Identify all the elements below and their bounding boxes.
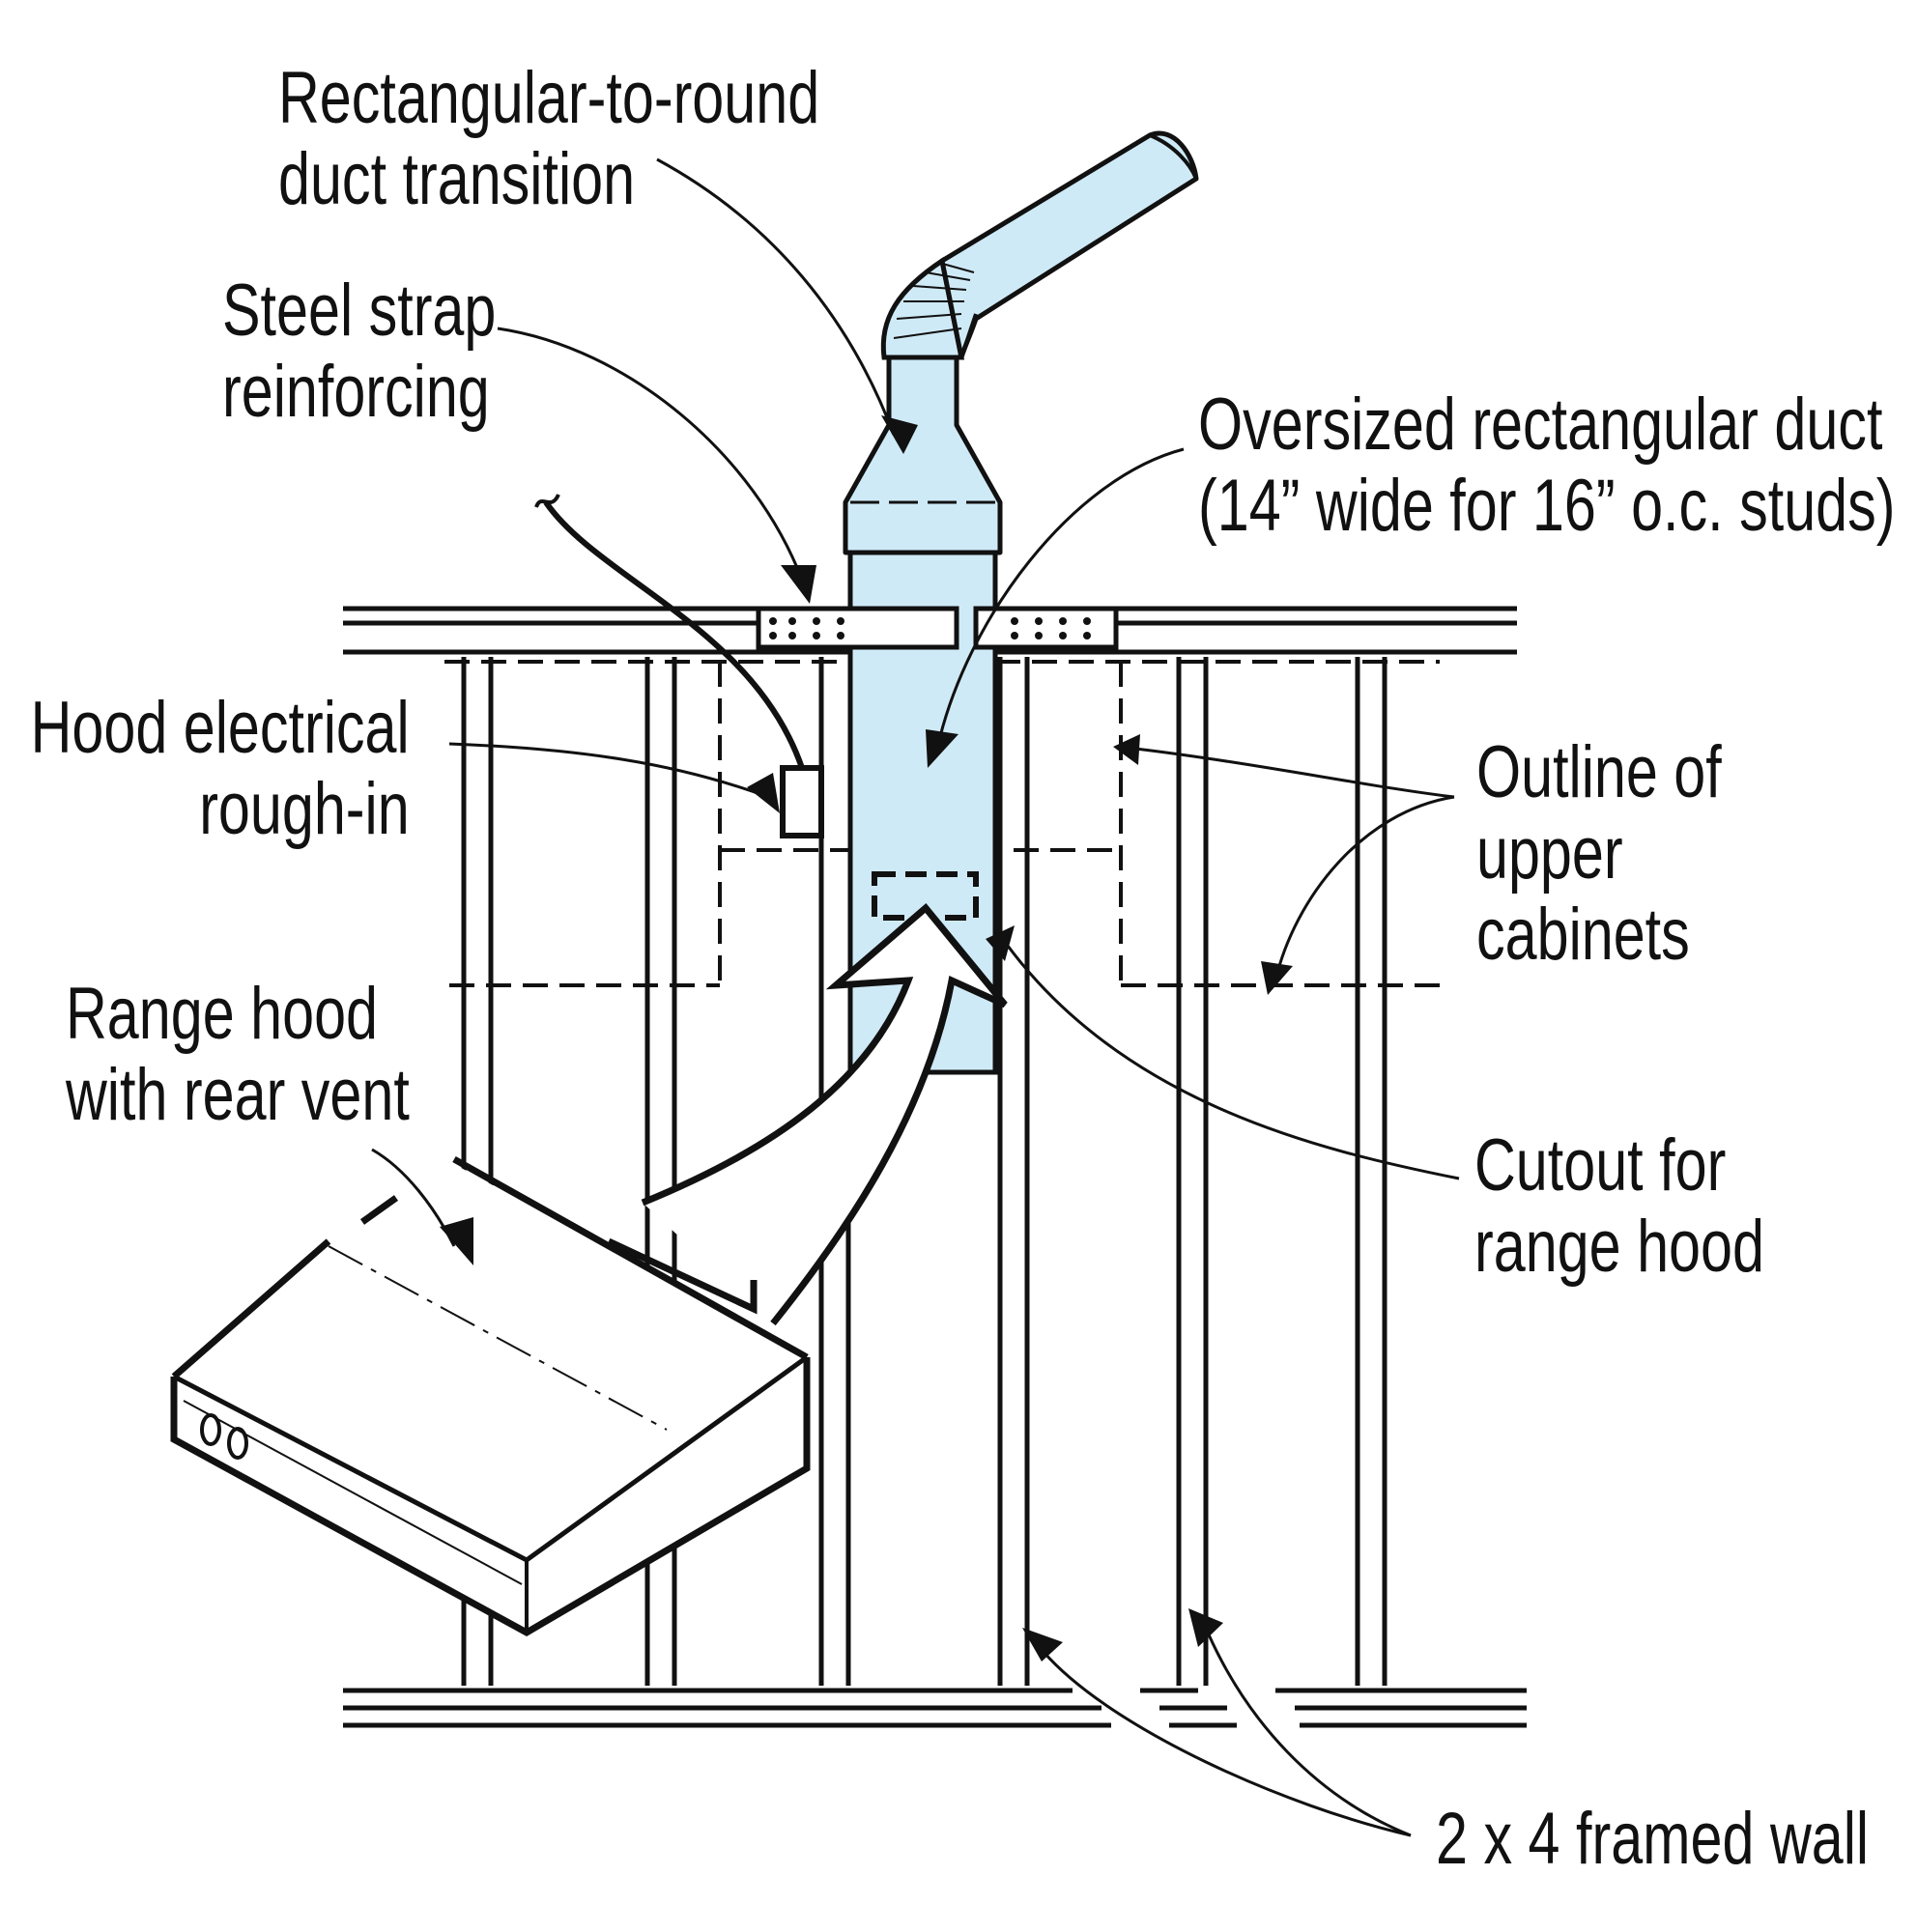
- label-steel-strap: Steel strap reinforcing: [222, 270, 497, 433]
- leader-lines: [371, 157, 1460, 1837]
- steel-strap-right: [973, 606, 1119, 650]
- label-oversized-duct: Oversized rectangular duct (14” wide for…: [1198, 384, 1896, 547]
- label-duct-transition: Rectangular-to-round duct transition: [278, 57, 820, 220]
- airflow-arrow: [641, 903, 1008, 1326]
- label-framed-wall: 2 x 4 framed wall: [1436, 1798, 1870, 1880]
- label-cutout: Cutout for range hood: [1474, 1124, 1764, 1288]
- steel-strap-left: [756, 606, 959, 650]
- bottom-plate: [343, 1688, 1527, 1728]
- label-outline-cabinets: Outline of upper cabinets: [1476, 731, 1722, 976]
- range-hood: [170, 1155, 811, 1637]
- round-duct-elbow: [880, 130, 1199, 360]
- label-range-hood: Range hood with rear vent: [66, 973, 410, 1136]
- electrical-box: [534, 494, 824, 838]
- duct-transition: [843, 355, 1003, 555]
- label-hood-electrical: Hood electrical rough-in: [30, 687, 410, 850]
- leader-arrowheads: [440, 415, 1293, 1662]
